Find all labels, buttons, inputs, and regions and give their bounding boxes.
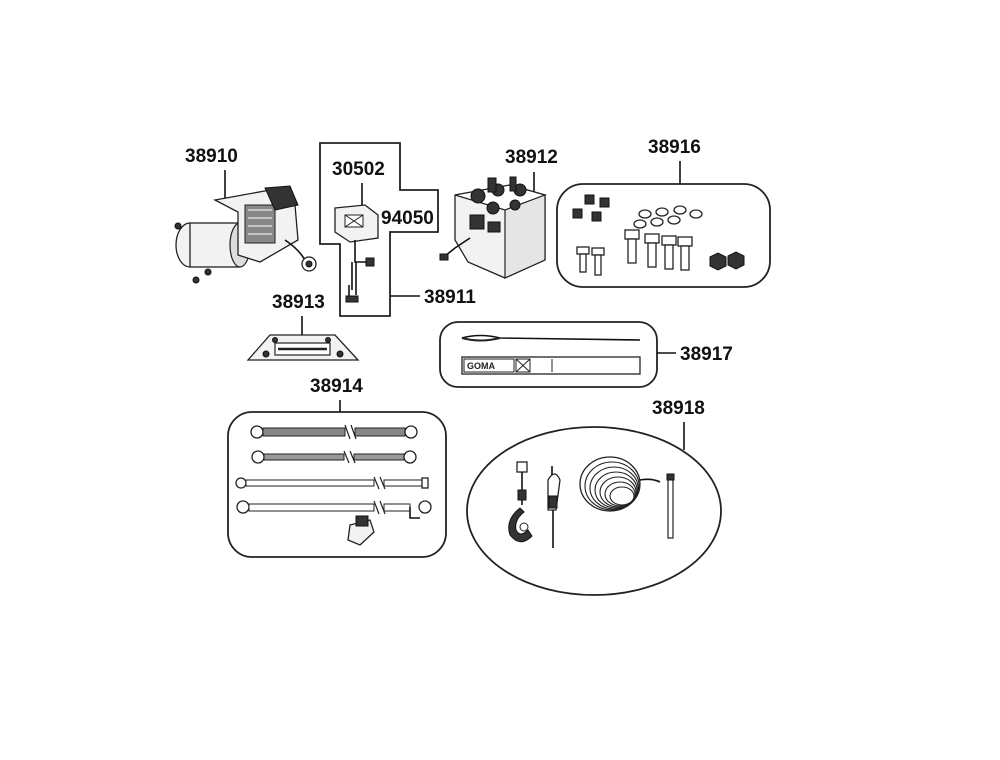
label-strap-kit: 38917 GOMA bbox=[439, 321, 733, 388]
control-switch-group: 30502 94050 38911 bbox=[319, 142, 476, 317]
solenoid-assembly: 38912 bbox=[439, 147, 558, 279]
part-number-38914: 38914 bbox=[310, 376, 363, 397]
part-number-38912: 38912 bbox=[505, 147, 558, 168]
roller-fairlead: 38913 bbox=[246, 292, 360, 361]
wire-rope-hook-kit: 38918 bbox=[466, 398, 722, 596]
hardware-kit: 38916 bbox=[556, 137, 771, 288]
part-number-38918: 38918 bbox=[652, 398, 705, 419]
part-number-38917: 38917 bbox=[680, 344, 733, 365]
battery-cable-kit: 38914 bbox=[227, 376, 447, 558]
part-number-38916: 38916 bbox=[648, 137, 701, 158]
label-sticker-text: GOMA bbox=[467, 361, 495, 371]
part-number-30502: 30502 bbox=[332, 159, 385, 180]
part-number-94050: 94050 bbox=[381, 208, 434, 229]
winch-assembly: 38910 bbox=[174, 146, 317, 284]
part-number-38913: 38913 bbox=[272, 292, 325, 313]
part-number-38911: 38911 bbox=[424, 287, 476, 308]
part-number-38910: 38910 bbox=[185, 146, 238, 167]
